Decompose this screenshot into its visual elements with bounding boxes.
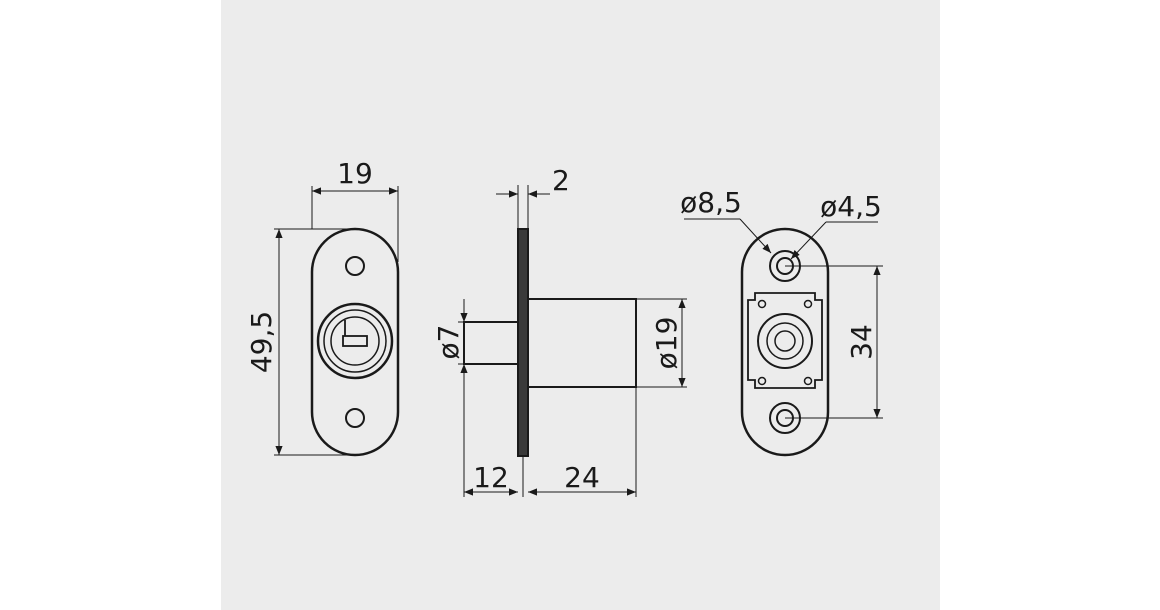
side-pin — [463, 321, 519, 365]
mounting-bracket — [747, 292, 823, 389]
body-length-label: 24 — [564, 461, 600, 494]
pin-diameter-label: ø7 — [432, 325, 465, 360]
keyhole-slot — [342, 335, 368, 347]
back-plate-outline — [740, 227, 830, 457]
bracket-screw-bl — [757, 376, 767, 386]
front-top-hole — [345, 256, 365, 276]
front-height-label: 49,5 — [245, 311, 278, 373]
lock-cylinder-outer — [316, 302, 394, 380]
front-bottom-hole — [345, 408, 365, 428]
hole-small-label: ø4,5 — [820, 190, 882, 223]
front-plate-outline — [310, 227, 400, 457]
side-view — [458, 185, 687, 497]
back-center-boss-inner — [774, 330, 796, 352]
drawing-panel — [221, 0, 940, 610]
lock-cylinder-inner — [330, 316, 380, 366]
hole-spacing-label: 34 — [845, 324, 878, 360]
bracket-screw-br — [803, 376, 813, 386]
body-diameter-label: ø19 — [650, 317, 683, 370]
bracket-screw-tl — [757, 299, 767, 309]
back-center-boss-outer — [757, 313, 813, 369]
side-plate — [517, 228, 529, 457]
bracket-screw-tr — [803, 299, 813, 309]
back-view — [684, 218, 883, 457]
front-width-label: 19 — [337, 157, 373, 190]
back-center-boss-mid — [766, 322, 804, 360]
front-view — [274, 186, 400, 457]
pin-length-label: 12 — [473, 461, 509, 494]
lock-cylinder-ring — [323, 309, 387, 373]
hole-large-label: ø8,5 — [680, 186, 742, 219]
side-body — [527, 298, 637, 388]
plate-thickness-label: 2 — [552, 164, 570, 197]
